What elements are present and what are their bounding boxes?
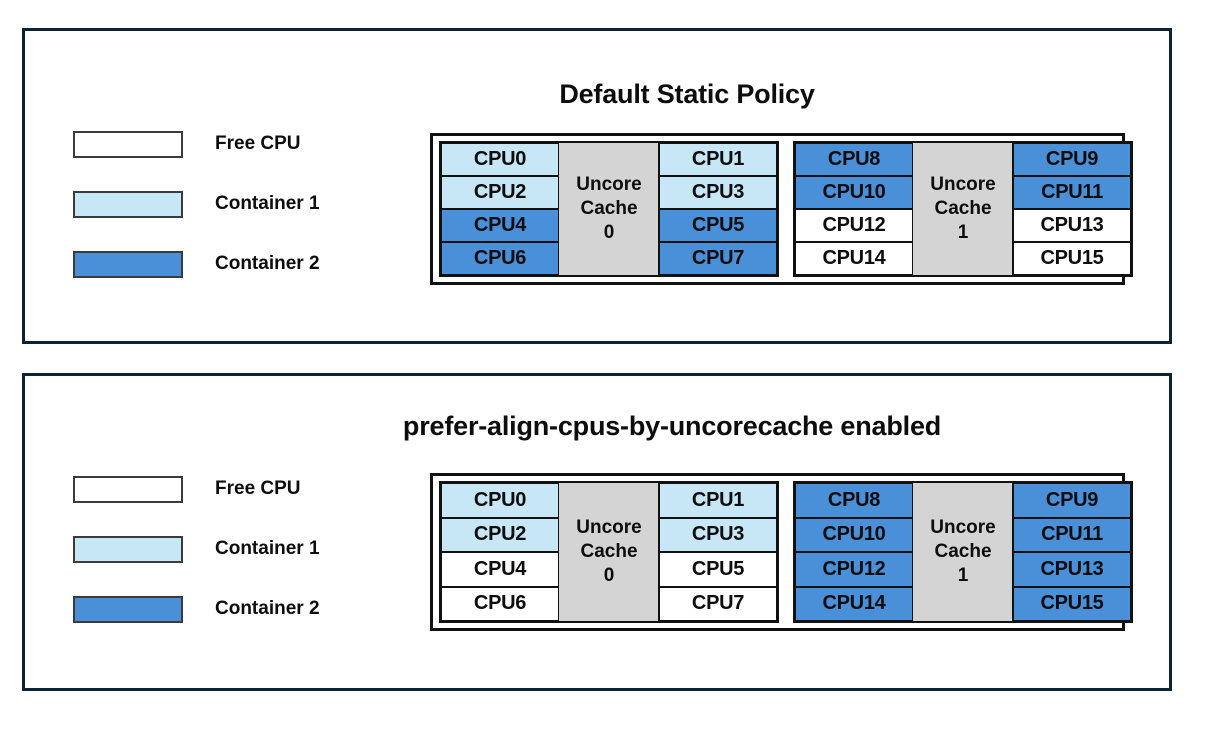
cpu-cell[interactable]: CPU13: [1012, 208, 1132, 243]
cpu-cell[interactable]: CPU9: [1012, 142, 1132, 177]
legend-swatch-free: [73, 475, 183, 503]
cpu-cell[interactable]: CPU3: [658, 175, 778, 210]
legend-item: Free CPU: [73, 475, 320, 503]
cpu-cell[interactable]: CPU7: [658, 241, 778, 276]
legend-label: Free CPU: [215, 133, 301, 154]
uncore-cache-label-line3: 1: [957, 565, 969, 587]
legend-swatch-c2: [73, 250, 183, 278]
legend-item: Free CPU: [73, 130, 320, 158]
legend-item: Container 2: [73, 250, 320, 278]
legend-item: Container 1: [73, 190, 320, 218]
legend-swatch-free: [73, 130, 183, 158]
cpu-cell[interactable]: CPU8: [794, 142, 914, 177]
uncore-cache-label-line3: 0: [603, 565, 615, 587]
legend: Free CPU Container 1 Container 2: [73, 475, 320, 656]
cpu-cell[interactable]: CPU12: [794, 551, 914, 588]
uncore-cache-label-line3: 1: [957, 222, 969, 244]
cpu-cell[interactable]: CPU2: [440, 516, 560, 553]
cpu-cell[interactable]: CPU2: [440, 175, 560, 210]
page-title: Default Static Policy: [559, 79, 815, 109]
cpu-cell[interactable]: CPU5: [658, 208, 778, 243]
cpu-cell[interactable]: CPU11: [1012, 175, 1132, 210]
cpu-cell[interactable]: CPU4: [440, 551, 560, 588]
legend-swatch-c1: [73, 535, 183, 563]
cpu-cell[interactable]: CPU1: [658, 142, 778, 177]
uncore-cache-label-line3: 0: [603, 222, 615, 244]
cpu-cell[interactable]: CPU0: [440, 482, 560, 519]
cpu-cell[interactable]: CPU8: [794, 482, 914, 519]
cpu-cell[interactable]: CPU13: [1012, 551, 1132, 588]
cpu-cell[interactable]: CPU15: [1012, 241, 1132, 276]
cpu-cell[interactable]: CPU5: [658, 551, 778, 588]
cpu-cell[interactable]: CPU0: [440, 142, 560, 177]
legend-label: Container 2: [215, 253, 320, 274]
uncore-cache-label-line2: Cache: [934, 197, 992, 219]
cpu-cell[interactable]: CPU10: [794, 175, 914, 210]
cpu-cell[interactable]: CPU9: [1012, 482, 1132, 519]
uncore-cache-label-line2: Cache: [934, 540, 992, 562]
cpu-cell[interactable]: CPU12: [794, 208, 914, 243]
cpu-cell[interactable]: CPU3: [658, 516, 778, 553]
uncore-cache-label-line1: Uncore: [576, 516, 642, 538]
cpu-cell[interactable]: CPU14: [794, 585, 914, 622]
legend-item: Container 1: [73, 535, 320, 563]
legend-label: Container 1: [215, 193, 320, 214]
cpu-cell[interactable]: CPU7: [658, 585, 778, 622]
legend-label: Container 1: [215, 538, 320, 559]
uncore-cache-label-line1: Uncore: [576, 173, 642, 195]
legend-swatch-c1: [73, 190, 183, 218]
legend: Free CPU Container 1 Container 2: [73, 130, 320, 311]
cpu-cell[interactable]: CPU6: [440, 585, 560, 622]
legend-label: Free CPU: [215, 478, 301, 499]
legend-item: Container 2: [73, 595, 320, 623]
uncore-cache-label-line2: Cache: [580, 197, 638, 219]
cpu-cell[interactable]: CPU1: [658, 482, 778, 519]
panel-prefer-align-cpus-by-uncorecache: prefer-align-cpus-by-uncorecache enabled…: [22, 373, 1172, 691]
cpu-cell[interactable]: CPU14: [794, 241, 914, 276]
uncore-cache-label-line1: Uncore: [930, 173, 996, 195]
legend-swatch-c2: [73, 595, 183, 623]
cpu-cell[interactable]: CPU11: [1012, 516, 1132, 553]
cpu-cell[interactable]: CPU10: [794, 516, 914, 553]
cpu-cell[interactable]: CPU6: [440, 241, 560, 276]
panel-default-static-policy: Default Static Policy Free CPU Container …: [22, 28, 1172, 344]
legend-label: Container 2: [215, 598, 320, 619]
page-title: prefer-align-cpus-by-uncorecache enabled: [402, 411, 942, 441]
cpu-cell[interactable]: CPU4: [440, 208, 560, 243]
uncore-cache-label-line2: Cache: [580, 540, 638, 562]
cpu-cell[interactable]: CPU15: [1012, 585, 1132, 622]
uncore-cache-label-line1: Uncore: [930, 516, 996, 538]
